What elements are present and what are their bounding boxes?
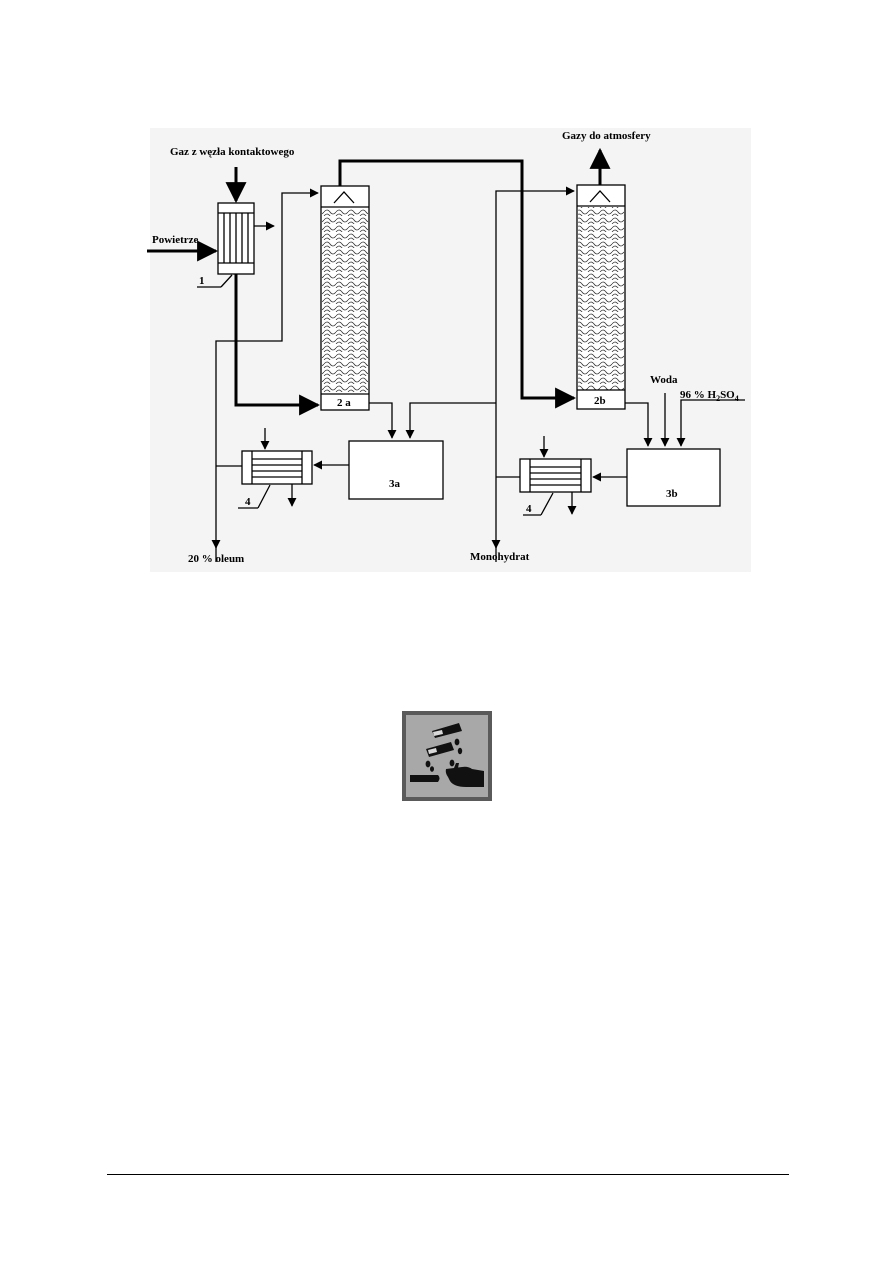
unit-label-tank-b: 3b: [666, 488, 678, 500]
cooler-4a: [241, 450, 313, 485]
label-exhaust: Gazy do atmosfery: [562, 130, 651, 142]
label-acid-feed: 96 % H2SO4: [680, 389, 739, 403]
absorber-2b: [576, 184, 626, 410]
unit-label-cooler-b: 4: [526, 503, 532, 515]
footer-rule: [107, 1174, 789, 1175]
label-air: Powietrze: [152, 234, 199, 246]
unit-label-tank-a: 3a: [389, 478, 401, 490]
cooler-4b: [519, 458, 592, 493]
hazard-sign-symbol: [410, 723, 484, 787]
label-gas-inlet: Gaz z węzła kontaktowego: [170, 146, 295, 158]
corrosive-hazard-icon: [402, 711, 492, 801]
unit-label-exchanger: 1: [199, 275, 205, 287]
label-water: Woda: [650, 374, 678, 386]
label-oleum-product: 20 % oleum: [188, 553, 244, 565]
heat-exchanger-1: [217, 202, 255, 275]
label-monohydrate-product: Monohydrat: [470, 551, 530, 563]
unit-label-cooler-a: 4: [245, 496, 251, 508]
unit-label-absorber-a: 2 a: [337, 397, 351, 409]
absorber-2a: [320, 185, 370, 411]
unit-label-absorber-b: 2b: [594, 395, 606, 407]
collector-tank-3a: [348, 440, 444, 500]
process-flow-diagram: Gaz z węzła kontaktowego Powietrze Gazy …: [147, 128, 751, 572]
collector-tank-3b: [626, 448, 721, 507]
